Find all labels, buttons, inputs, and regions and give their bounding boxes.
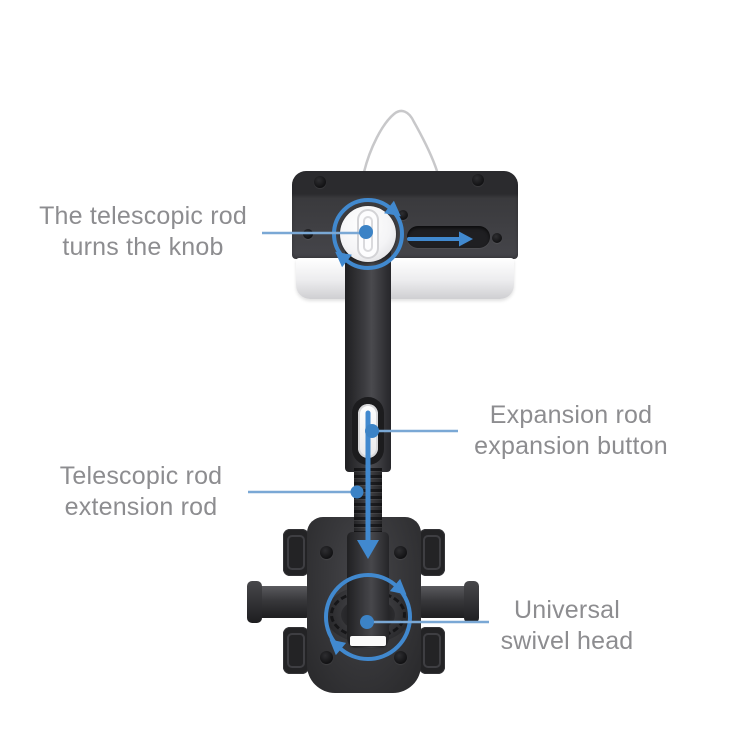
screw-hole: [398, 210, 408, 220]
screw-hole: [303, 229, 313, 239]
leader-line-extension-rod: [248, 485, 364, 499]
clamp-tab-top-left: [283, 529, 309, 576]
screw-hole: [314, 176, 326, 188]
clamp-tab-bottom-left: [283, 627, 309, 674]
label-expansion-button: Expansion rod expansion button: [451, 400, 691, 462]
label-swivel-head: Universal swivel head: [467, 595, 667, 657]
screw-hole: [394, 651, 407, 664]
clamp-tab-face: [423, 633, 441, 668]
slide-slot: [407, 226, 490, 248]
side-arm-cap-left: [247, 581, 262, 623]
extension-rod-ribbed: [354, 468, 382, 534]
label-extension-rod: Telescopic rod extension rod: [21, 461, 261, 523]
rod-white-band: [350, 636, 386, 646]
screw-hole: [492, 233, 502, 243]
label-line: Universal: [514, 596, 620, 624]
clamp-tab-face: [287, 535, 305, 570]
knob-capsule-detail-inner: [363, 216, 373, 252]
clamp-tab-face: [423, 535, 441, 570]
side-arm-cap-right: [464, 581, 479, 623]
label-line: turns the knob: [62, 233, 224, 261]
label-line: swivel head: [500, 627, 634, 655]
clamp-tab-top-right: [419, 529, 445, 576]
label-telescopic-knob: The telescopic rod turns the knob: [10, 201, 276, 263]
rod-lower-tube: [347, 532, 389, 648]
label-line: extension rod: [64, 493, 218, 521]
lamp-head-light-panel: [296, 258, 514, 299]
label-line: Expansion rod: [489, 401, 653, 429]
screw-hole: [320, 651, 333, 664]
label-line: expansion button: [474, 432, 668, 460]
screw-hole: [394, 546, 407, 559]
clamp-tab-face: [287, 633, 305, 668]
screw-hole: [472, 174, 484, 186]
clamp-tab-bottom-right: [419, 627, 445, 674]
expansion-button: [358, 404, 378, 458]
screw-hole: [320, 546, 333, 559]
label-line: The telescopic rod: [39, 202, 247, 230]
label-line: Telescopic rod: [59, 462, 223, 490]
